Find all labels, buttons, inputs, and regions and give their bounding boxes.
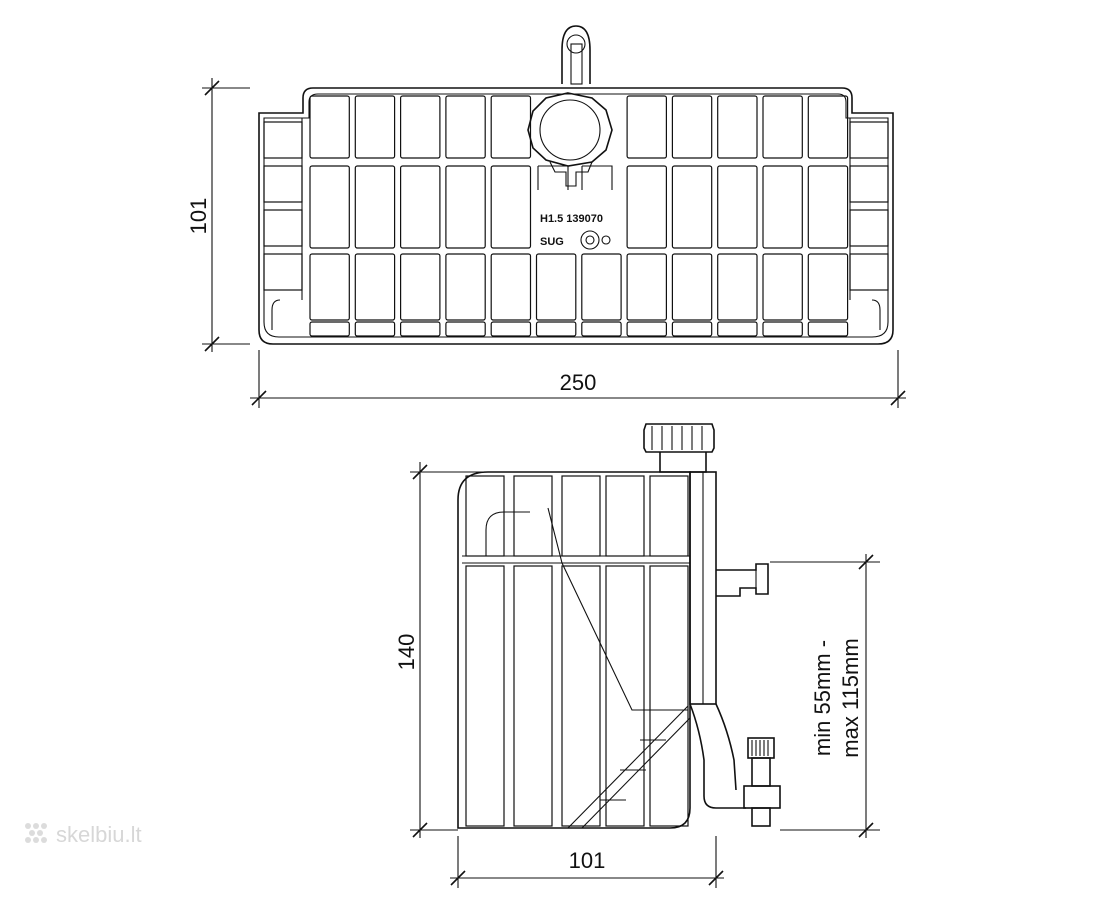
- rib-cell: [400, 253, 441, 321]
- rib-cell-partial: [581, 165, 613, 190]
- rib-cell: [581, 321, 622, 337]
- side-rib-cell: [465, 475, 505, 557]
- rib-cell: [717, 95, 758, 159]
- marking-brand: SUG: [540, 236, 564, 248]
- rib-cell: [807, 95, 849, 159]
- rib-cell: [445, 321, 486, 337]
- rib-cell: [581, 253, 622, 321]
- watermark: skelbiu.lt: [25, 822, 142, 847]
- marking-circle-icon: [580, 230, 600, 250]
- height-dimension-140: 140: [394, 462, 500, 838]
- rib-cell: [309, 165, 350, 249]
- side-rib-cell: [513, 475, 553, 557]
- width-dimension-250: 250: [250, 350, 906, 408]
- rib-cell: [626, 253, 667, 321]
- height-label-101: 101: [186, 198, 211, 235]
- rib-cell: [807, 165, 849, 249]
- rib-cell: [445, 95, 486, 159]
- rib-cell: [671, 165, 713, 249]
- rib-cell: [626, 165, 667, 249]
- side-rib-cell: [561, 565, 601, 827]
- side-rib-cell: [465, 565, 505, 827]
- rib-cell: [671, 95, 713, 159]
- side-view-ribs: [465, 475, 689, 827]
- rib-cell: [354, 253, 396, 321]
- rib-cell: [762, 95, 803, 159]
- rib-cell: [309, 253, 350, 321]
- rib-cell: [671, 253, 713, 321]
- rib-cell: [535, 321, 577, 337]
- rib-cell: [445, 253, 486, 321]
- rib-cell: [807, 321, 849, 337]
- rib-cell: [400, 321, 441, 337]
- rib-cell: [717, 321, 758, 337]
- side-rib-cell: [649, 565, 689, 827]
- level-label-max: max 115mm: [838, 638, 863, 757]
- top-view-outline: [258, 87, 894, 345]
- filler-neck: [689, 471, 746, 809]
- rib-cell: [490, 95, 532, 159]
- watermark-text: skelbiu.lt: [56, 822, 142, 847]
- rib-cell: [671, 321, 713, 337]
- lower-hose-connector: [743, 737, 781, 827]
- rib-cell: [626, 321, 667, 337]
- rib-cell: [762, 165, 803, 249]
- rib-cell: [762, 253, 803, 321]
- rib-cell-partial: [537, 165, 569, 190]
- marking-code: H1.5 139070: [540, 213, 603, 225]
- top-view-right-end-ribs: [849, 118, 889, 330]
- rib-cell: [309, 95, 350, 159]
- side-rib-cell: [561, 475, 601, 557]
- rib-cell: [354, 95, 396, 159]
- filler-cap-side: [643, 423, 715, 473]
- rib-cell: [626, 95, 667, 159]
- rib-cell: [490, 321, 532, 337]
- rib-cell: [354, 165, 396, 249]
- marking-small-circle-icon: [601, 235, 611, 245]
- rib-cell: [309, 321, 350, 337]
- side-rib-cell: [513, 565, 553, 827]
- rib-cell: [535, 253, 577, 321]
- side-rib-cell: [605, 475, 645, 557]
- side-view: 140 101 min 55mm - max 115mm: [394, 423, 880, 888]
- height-dimension-101: 101: [186, 78, 250, 352]
- filler-cap-top: [527, 92, 613, 187]
- upper-hose-connector: [716, 563, 769, 597]
- top-view: H1.5 139070 SUG 250 101: [186, 25, 906, 408]
- width-label-101: 101: [569, 848, 606, 873]
- top-view-rib-grid: [309, 95, 849, 337]
- side-rib-cell: [605, 565, 645, 827]
- rib-cell: [807, 253, 849, 321]
- rib-cell: [762, 321, 803, 337]
- side-rib-cell: [649, 475, 689, 557]
- width-dimension-101: 101: [450, 836, 724, 888]
- top-view-left-end-ribs: [263, 118, 303, 330]
- hanging-hook: [561, 25, 591, 85]
- rib-cell: [354, 321, 396, 337]
- watermark-logo-icon: [25, 823, 47, 843]
- rib-cell: [400, 165, 441, 249]
- top-view-inner-outline: [263, 93, 889, 338]
- rib-cell: [400, 95, 441, 159]
- rib-cell: [490, 165, 532, 249]
- level-label-min: min 55mm -: [810, 640, 835, 756]
- rib-cell: [445, 165, 486, 249]
- width-label-250: 250: [560, 370, 597, 395]
- height-label-140: 140: [394, 634, 419, 671]
- internal-baffle: [547, 507, 691, 829]
- level-dimension: min 55mm - max 115mm: [770, 554, 880, 838]
- side-view-outline: [457, 471, 691, 829]
- rib-cell: [717, 253, 758, 321]
- molded-marking: H1.5 139070 SUG: [540, 213, 611, 250]
- rib-cell: [717, 165, 758, 249]
- rib-cell: [490, 253, 532, 321]
